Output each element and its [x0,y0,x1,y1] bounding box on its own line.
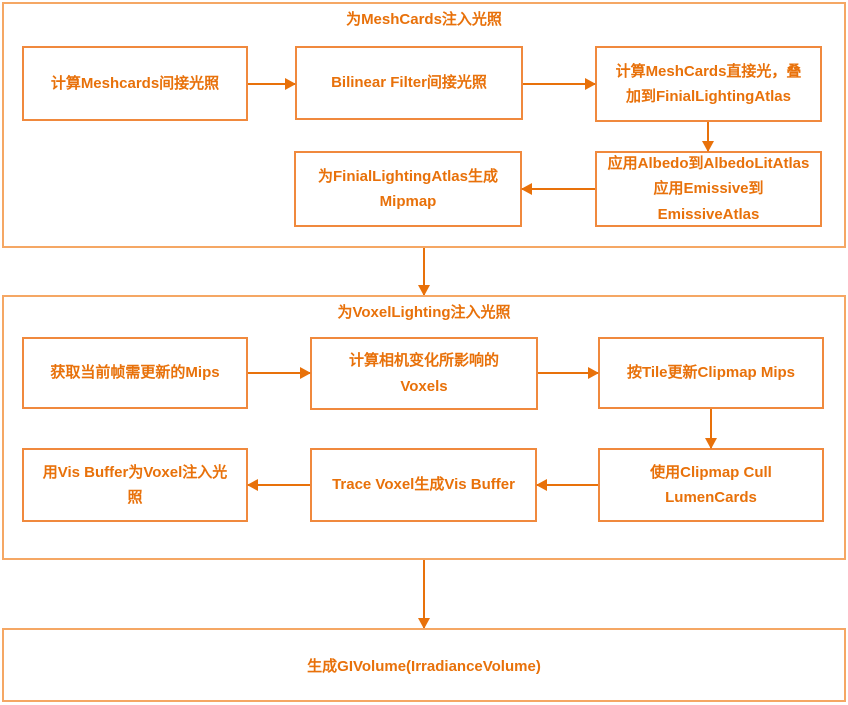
node-apply-albedo-emissive: 应用Albedo到AlbedoLitAtlas 应用Emissive到Emiss… [595,151,822,227]
arrow-trace-to-inject [248,484,310,486]
group-gi-volume: 生成GIVolume(IrradianceVolume) [2,628,846,702]
node-get-mips: 获取当前帧需更新的Mips [22,337,248,409]
arrow-albedo-to-mipmap [522,188,595,190]
node-meshcards-direct: 计算MeshCards直接光，叠 加到FinialLightingAtlas [595,46,822,122]
node-generate-mipmap: 为FinialLightingAtlas生成 Mipmap [294,151,522,227]
group-voxellighting-title: 为VoxelLighting注入光照 [337,304,511,321]
arrow-meshcards-to-voxellighting [423,248,425,295]
node-vis-buffer-inject: 用Vis Buffer为Voxel注入光 照 [22,448,248,522]
node-trace-voxel: Trace Voxel生成Vis Buffer [310,448,537,522]
arrow-indirect-to-bilinear [248,83,295,85]
group-meshcards-lighting: 为MeshCards注入光照 计算Meshcards间接光照 Bilinear … [2,2,846,248]
node-tile-update-clipmap: 按Tile更新Clipmap Mips [598,337,824,409]
node-meshcards-indirect: 计算Meshcards间接光照 [22,46,248,121]
arrow-tile-to-cull [710,409,712,448]
group-gi-volume-title: 生成GIVolume(IrradianceVolume) [307,657,541,675]
arrow-mips-to-voxels [248,372,310,374]
group-voxellighting: 为VoxelLighting注入光照 获取当前帧需更新的Mips 计算相机变化所… [2,295,846,560]
arrow-bilinear-to-direct [523,83,595,85]
node-camera-voxels: 计算相机变化所影响的 Voxels [310,337,538,410]
arrow-voxels-to-tile [538,372,598,374]
node-clipmap-cull: 使用Clipmap Cull LumenCards [598,448,824,522]
arrow-cull-to-trace [537,484,598,486]
arrow-direct-to-albedo [707,122,709,151]
node-bilinear-filter: Bilinear Filter间接光照 [295,46,523,120]
group-meshcards-lighting-title: 为MeshCards注入光照 [346,11,502,28]
arrow-voxellighting-to-givolume [423,560,425,628]
